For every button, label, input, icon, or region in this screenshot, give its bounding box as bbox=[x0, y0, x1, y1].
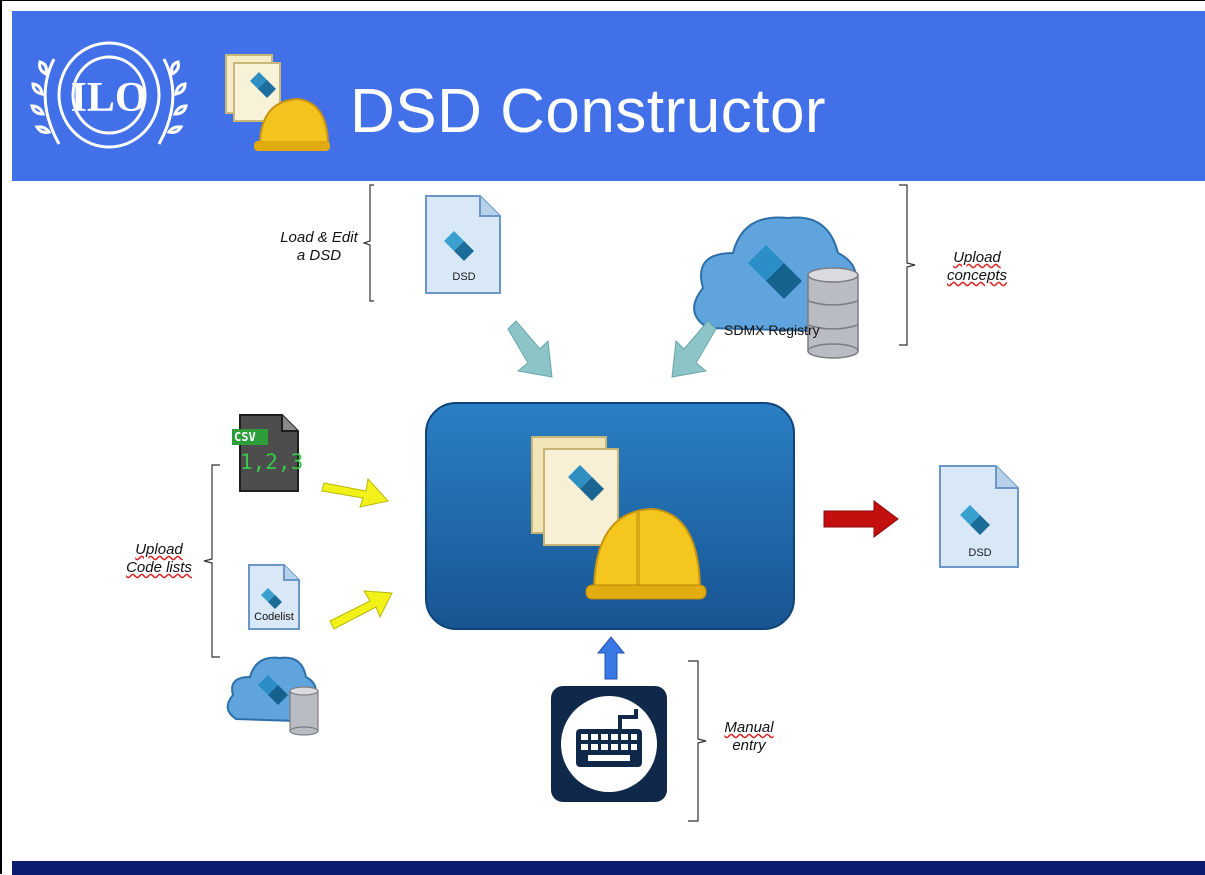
load-edit-bracket bbox=[362, 184, 374, 302]
upload-codelists-line2: Code lists bbox=[126, 559, 192, 576]
dsd-output-label: DSD bbox=[968, 547, 992, 559]
codelist-label: Codelist bbox=[254, 611, 294, 623]
ilo-logo: ILO bbox=[30, 41, 188, 149]
manual-entry-line2: entry bbox=[732, 737, 766, 754]
csv-values-label: 1,2,3 bbox=[240, 450, 304, 474]
footer-bar bbox=[12, 861, 1205, 875]
upload-concepts-bracket bbox=[899, 184, 916, 346]
dsd-input-label: DSD bbox=[452, 271, 476, 283]
arrow-center-to-output bbox=[823, 500, 899, 538]
arrow-codelist-to-center bbox=[329, 590, 393, 630]
manual-entry-line1: Manual bbox=[724, 719, 774, 736]
dsd-file-icon-input bbox=[425, 195, 501, 294]
codelist-file-icon bbox=[248, 564, 300, 630]
arrow-csv-to-center bbox=[321, 477, 389, 508]
csv-file-icon bbox=[232, 414, 299, 492]
manual-entry-bracket bbox=[688, 660, 707, 822]
ilo-logo-text: ILO bbox=[70, 75, 147, 121]
keyboard-icon bbox=[551, 686, 667, 802]
page-title: DSD Constructor bbox=[350, 77, 827, 146]
upload-codelists-line1: Upload bbox=[135, 541, 183, 558]
arrow-dsd-to-center bbox=[507, 320, 553, 378]
header-banner: ILO DSD Constructor bbox=[12, 11, 1205, 181]
upload-concepts-line1: Upload bbox=[953, 249, 1001, 266]
arrow-keyboard-to-center bbox=[596, 636, 626, 680]
upload-concepts-label: Upload concepts bbox=[932, 249, 1022, 285]
load-edit-label: Load & Edit a DSD bbox=[264, 229, 374, 265]
sdmx-registry-cloud-icon bbox=[693, 216, 859, 359]
upload-codelists-label: Upload Code lists bbox=[114, 541, 204, 577]
constructor-icon-small bbox=[225, 54, 330, 151]
upload-concepts-line2: concepts bbox=[946, 267, 1008, 284]
upload-codelists-bracket bbox=[203, 464, 220, 658]
codelist-registry-cloud-icon bbox=[226, 656, 319, 736]
dsd-file-icon-output bbox=[939, 465, 1019, 568]
arrow-registry-to-center bbox=[671, 320, 717, 378]
sdmx-registry-label: SDMX Registry bbox=[724, 322, 820, 338]
manual-entry-label: Manual entry bbox=[714, 719, 784, 755]
csv-tag-label: CSV bbox=[234, 430, 256, 444]
load-edit-line1: Load & Edit bbox=[280, 229, 358, 246]
load-edit-line2: a DSD bbox=[296, 247, 342, 264]
dsd-constructor-center-box bbox=[425, 402, 795, 630]
